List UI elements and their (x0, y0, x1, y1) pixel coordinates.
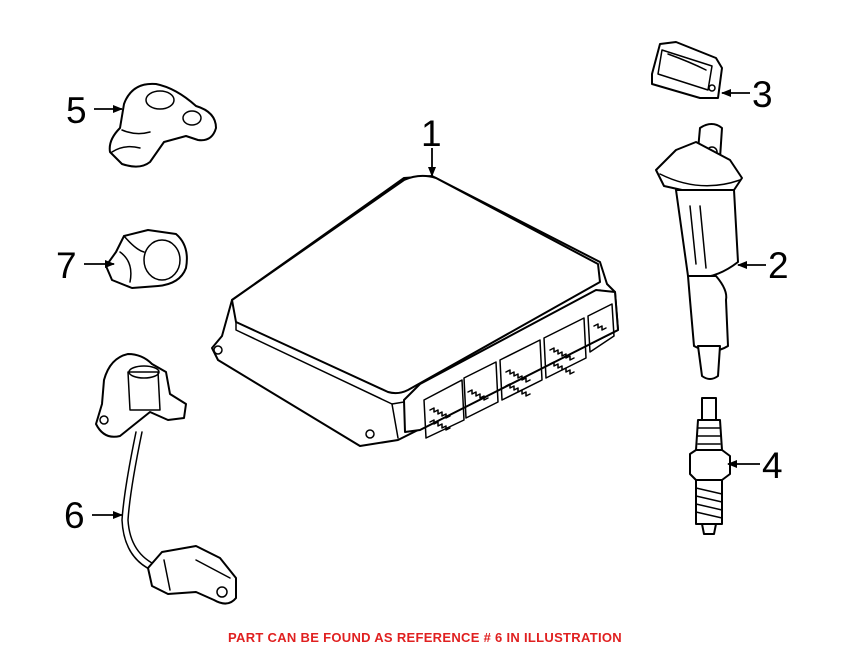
callout-2: 2 (737, 245, 789, 286)
camshaft-sensor-part[interactable] (108, 82, 217, 168)
callout-2-label: 2 (768, 245, 789, 286)
spark-plug-part[interactable] (689, 397, 731, 535)
reference-note: PART CAN BE FOUND AS REFERENCE # 6 IN IL… (228, 630, 622, 645)
sensor-clip-part[interactable] (105, 229, 188, 289)
callout-4-label: 4 (762, 445, 783, 486)
callout-3: 3 (721, 74, 773, 115)
callout-3-label: 3 (752, 74, 773, 115)
callout-6: 6 (64, 495, 123, 536)
callout-7-label: 7 (56, 245, 77, 286)
ecu-module-part[interactable] (211, 174, 619, 447)
ignition-coil-part[interactable] (655, 123, 743, 380)
callout-5: 5 (66, 90, 123, 131)
callout-7: 7 (56, 245, 115, 286)
callout-5-label: 5 (66, 90, 87, 131)
callout-1: 1 (421, 113, 442, 177)
callout-4: 4 (727, 445, 783, 486)
crankshaft-sensor-part[interactable] (95, 353, 237, 605)
callout-6-label: 6 (64, 495, 85, 536)
callout-1-label: 1 (421, 113, 442, 154)
coil-bracket-part[interactable] (651, 41, 723, 99)
